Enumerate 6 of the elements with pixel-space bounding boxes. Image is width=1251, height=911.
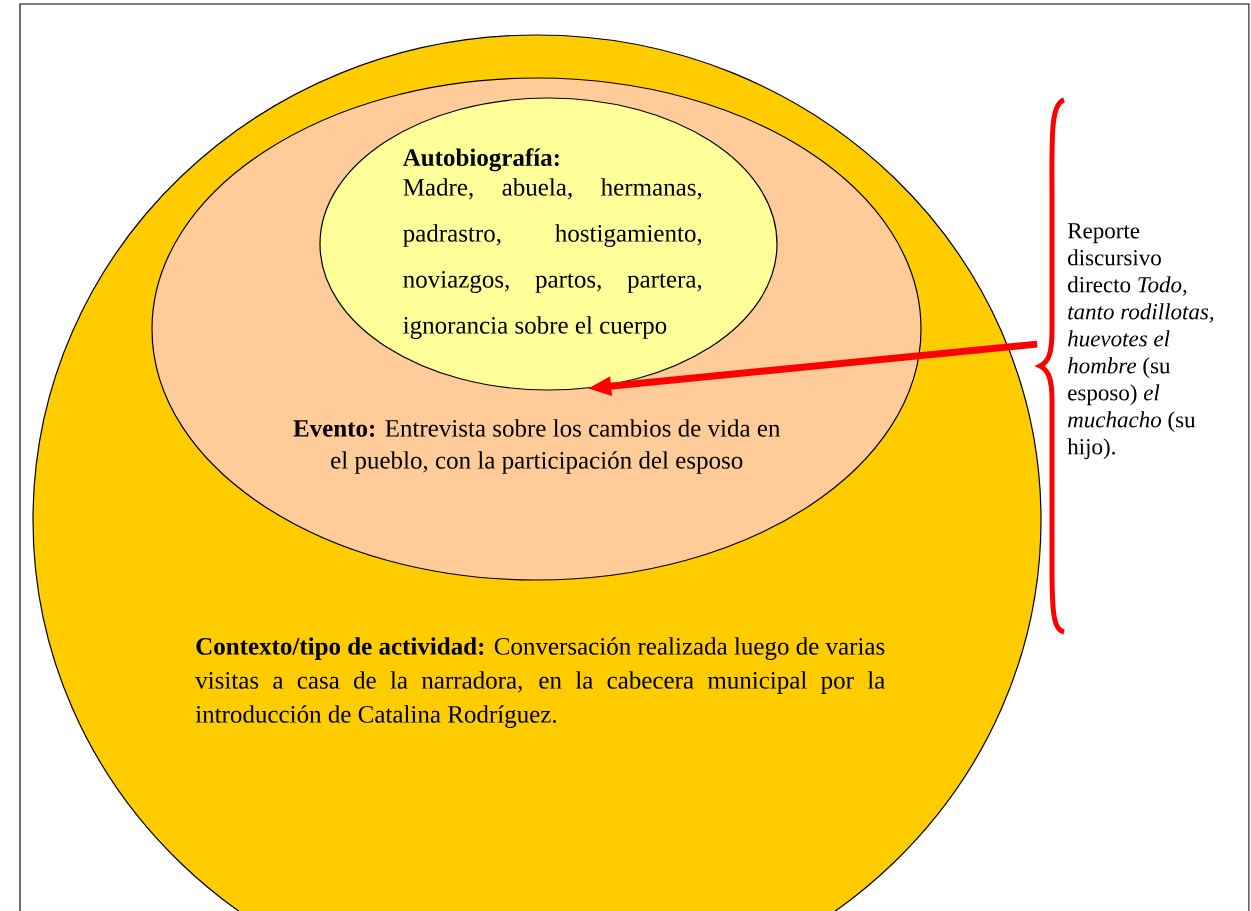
side-note: Reporte discursivo directo Todo, tanto rodillotas, huevotes el hombre (su esposo) el muchacho (su hijo). [1067, 223, 1214, 460]
body-text: Evento: Entrevista sobre los cambios de vida en el pueblo, con la participación del esposo [293, 419, 781, 474]
body-text: Madre, abuela, hermanas, padrastro, hostigamiento, noviazgos, partos, partera, ignorancia sobre el cuerpo [403, 178, 702, 339]
body-text: Contexto/tipo de actividad: Conversación realizada luego de varias visitas a casa de la narradora, en la cabecera municipal por la introducción de Catalina Rodríguez. [195, 637, 885, 728]
heading: Autobiografía: [402, 148, 559, 172]
ellipse [319, 97, 778, 391]
